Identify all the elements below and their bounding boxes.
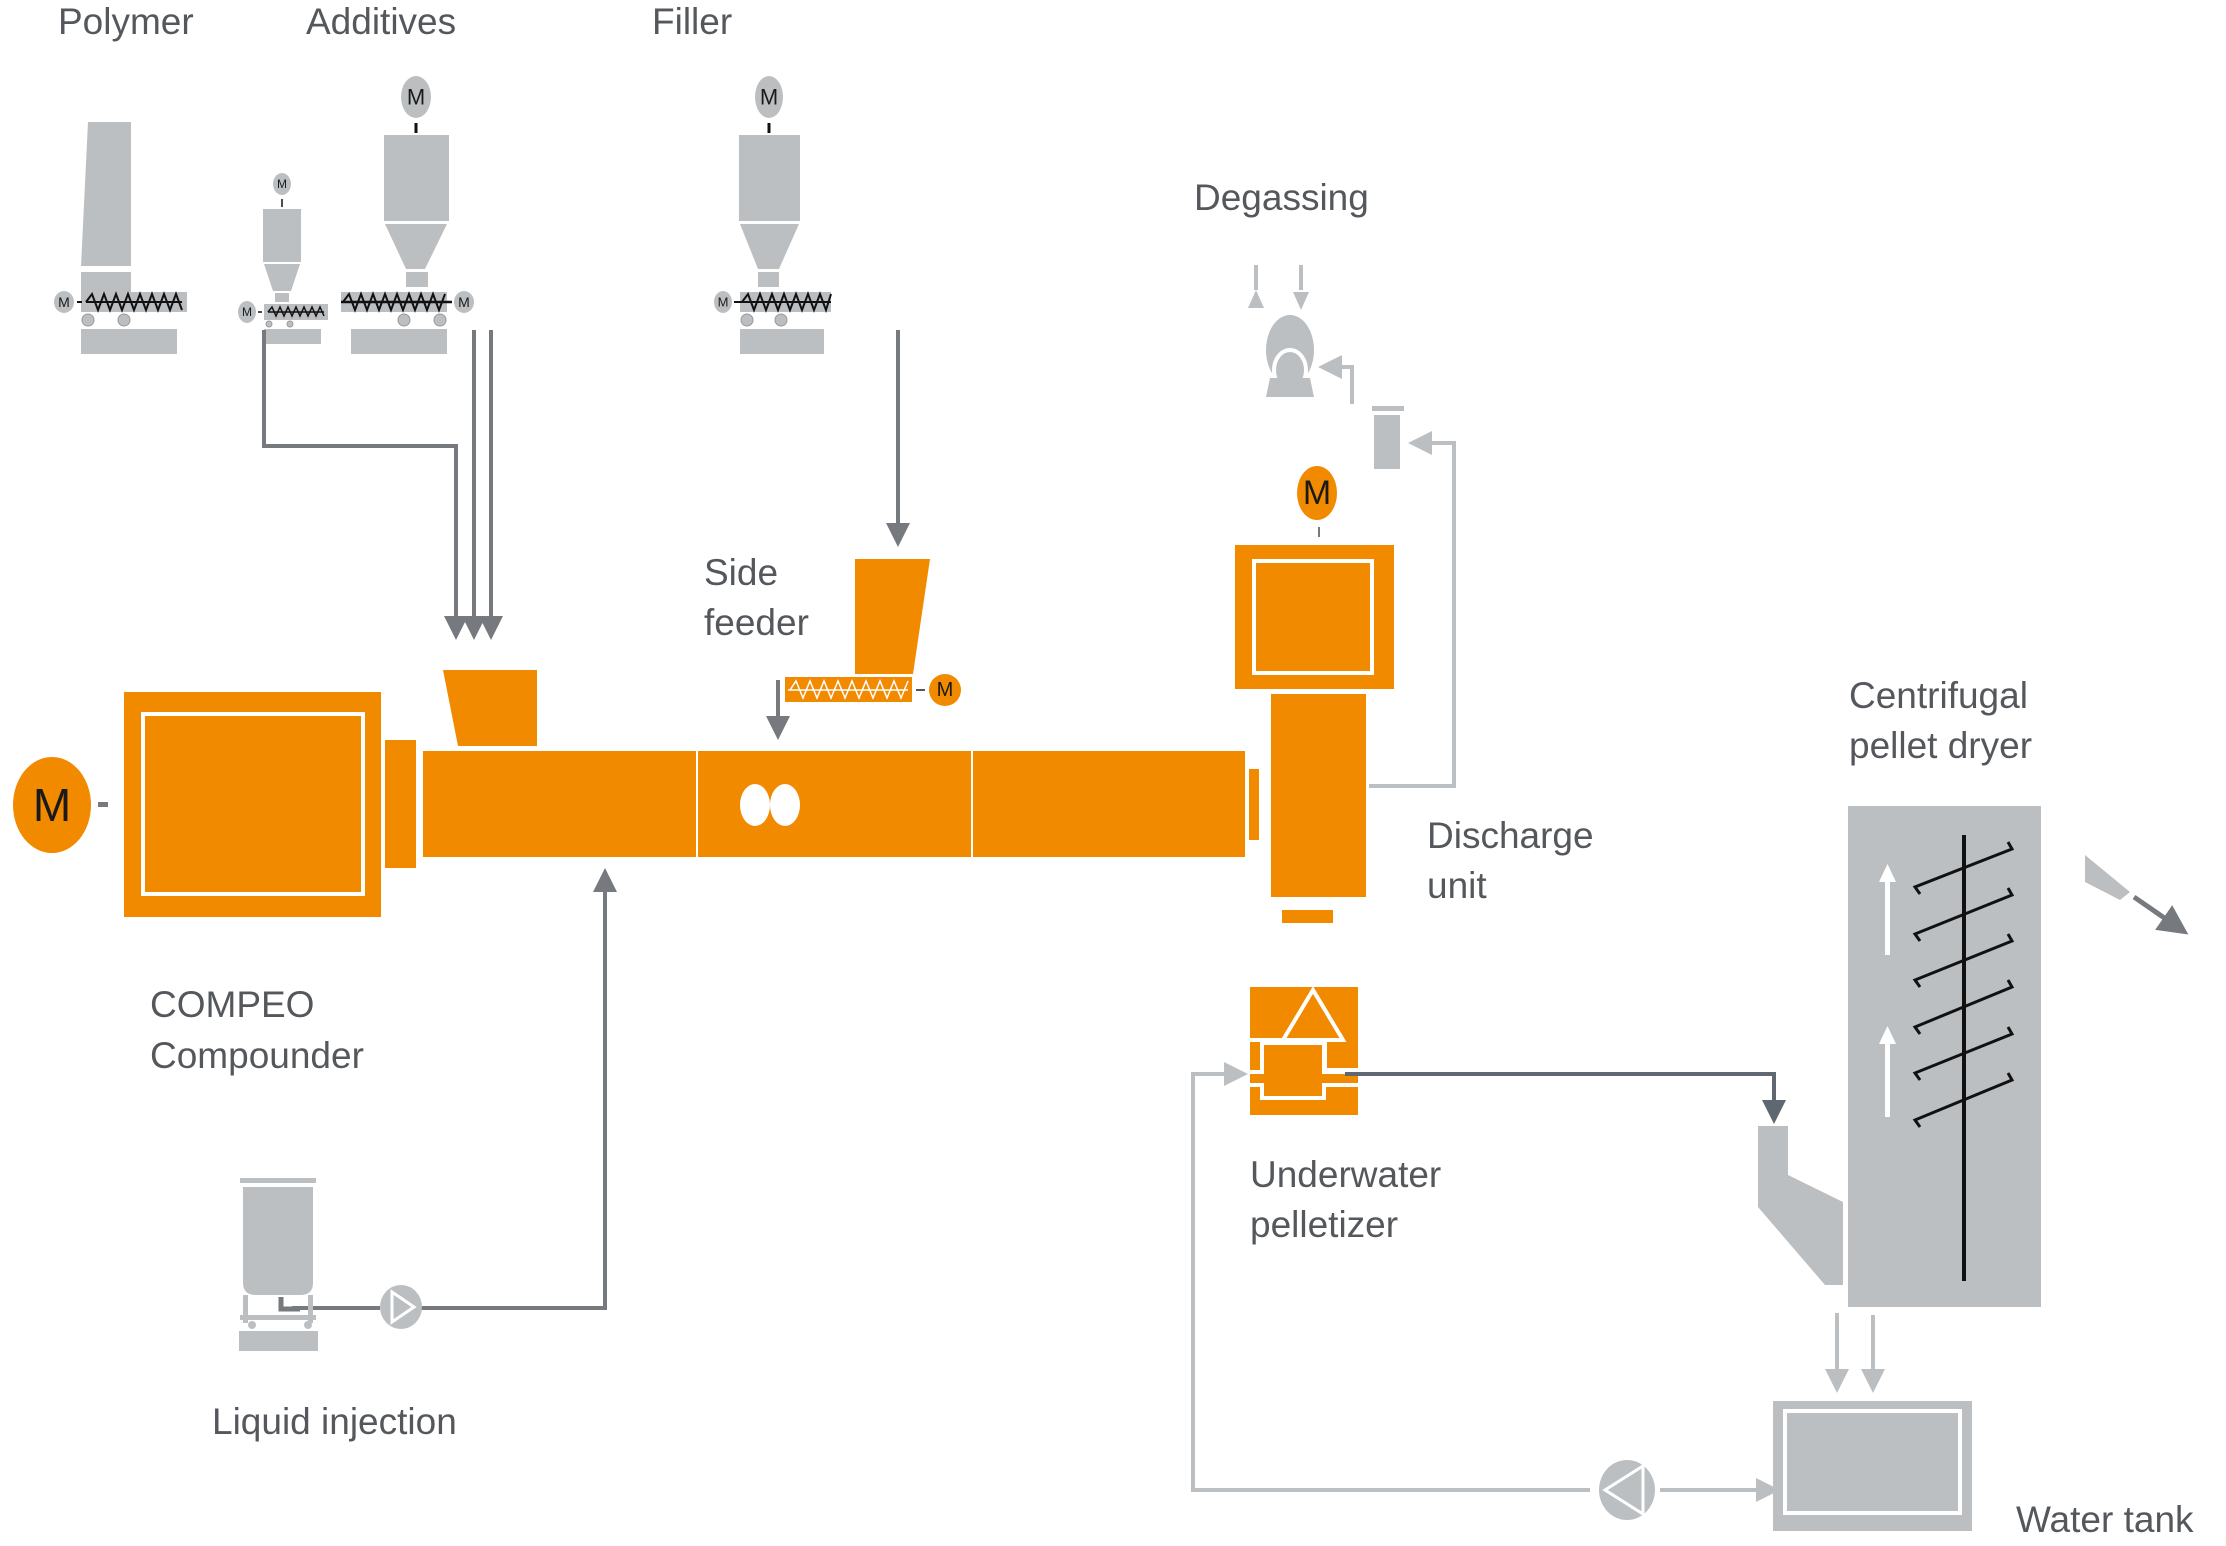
label-compounder-2: Compounder [150,1035,364,1076]
motor-icon [929,674,961,706]
water-return-loop [1191,1062,1780,1502]
feed-lines [262,330,910,1310]
airflow-arrows [1879,864,2066,1117]
water-tank[interactable] [1773,1401,1972,1531]
liquid-injection-line [418,868,617,1310]
polymer-feeder[interactable]: M [54,122,187,354]
twin-screw-icon [740,784,770,826]
motor-label: M [718,295,729,310]
label-water-tank: Water tank [2016,1499,2194,1540]
screw-icon [85,291,183,313]
label-liquid-injection: Liquid injection [212,1401,457,1442]
motor-label: M [277,177,287,191]
label-underwater-pelletizer-1: Underwater [1250,1154,1441,1195]
label-dryer-2: pellet dryer [1849,725,2032,766]
side-feeder[interactable]: M [785,559,961,706]
additives-feeder[interactable]: M M [238,173,328,344]
motor-label: M [1303,474,1331,512]
label-discharge-unit-1: Discharge [1427,815,1594,856]
slurry-line [1345,1072,1786,1124]
motor-icon [1297,466,1337,520]
compeo-compounder[interactable]: M [13,670,1259,917]
vent-lines [1318,355,1456,788]
label-side-feeder-1: Side [704,552,778,593]
filler-feeder-2[interactable]: M M [714,76,832,354]
liquid-tank-icon [243,1187,313,1295]
gearbox [124,692,381,917]
polymer-feed-line [262,330,468,640]
motor-label: M [242,305,252,319]
label-polymer: Polymer [58,1,194,42]
motor-label: M [458,294,470,310]
liquid-injection[interactable] [239,1178,422,1351]
discharge-pipe [1271,694,1366,897]
dryer-outlet [2085,855,2130,900]
scale-base [81,329,177,354]
dryer-body [1848,806,2041,1307]
label-underwater-pelletizer-2: pelletizer [1250,1204,1398,1245]
label-side-feeder-2: feeder [704,602,809,643]
motor-icon [13,757,91,853]
side-feeder-hopper-icon [855,559,930,674]
motor-icon [273,173,291,195]
motor-label: M [58,294,70,310]
label-degassing: Degassing [1194,177,1369,218]
motor-label: M [407,85,425,110]
water-pump[interactable] [1599,1460,1655,1520]
motor-icon [238,301,256,323]
rotor-blades [1912,841,2015,1128]
barrel-section-2 [698,751,971,857]
centrifugal-pellet-dryer[interactable] [1758,806,2189,1307]
water-drain-lines [1825,1313,1885,1393]
dryer-inlet-chute [1758,1126,1843,1285]
motor-icon [755,76,783,118]
filler-feeder-1[interactable]: M M [341,76,474,354]
motor-label: M [937,679,954,701]
screw-icon [267,305,325,318]
motor-icon [401,76,431,118]
motor-icon [714,291,732,313]
underwater-pelletizer[interactable] [1241,986,1358,1115]
label-additives: Additives [306,1,456,42]
barrel-section-3 [973,751,1245,857]
label-filler: Filler [652,1,732,42]
pellet-output-arrow [2132,894,2189,935]
motor-label: M [760,85,778,110]
barrel-section-1 [423,751,696,857]
polymer-hopper-icon [81,122,131,266]
discharge-unit[interactable]: M [1235,466,1394,923]
degassing[interactable] [1248,265,1404,469]
motor-icon [54,291,74,313]
motor-label: M [33,779,71,831]
condenser [1374,415,1400,469]
label-dryer-1: Centrifugal [1849,675,2028,716]
motor-icon [454,291,474,313]
tank-body [1773,1401,1972,1531]
label-discharge-unit-2: unit [1427,865,1487,906]
label-compounder-1: COMPEO [150,984,314,1025]
pump-icon [1599,1460,1655,1520]
main-hopper-icon [443,670,537,746]
